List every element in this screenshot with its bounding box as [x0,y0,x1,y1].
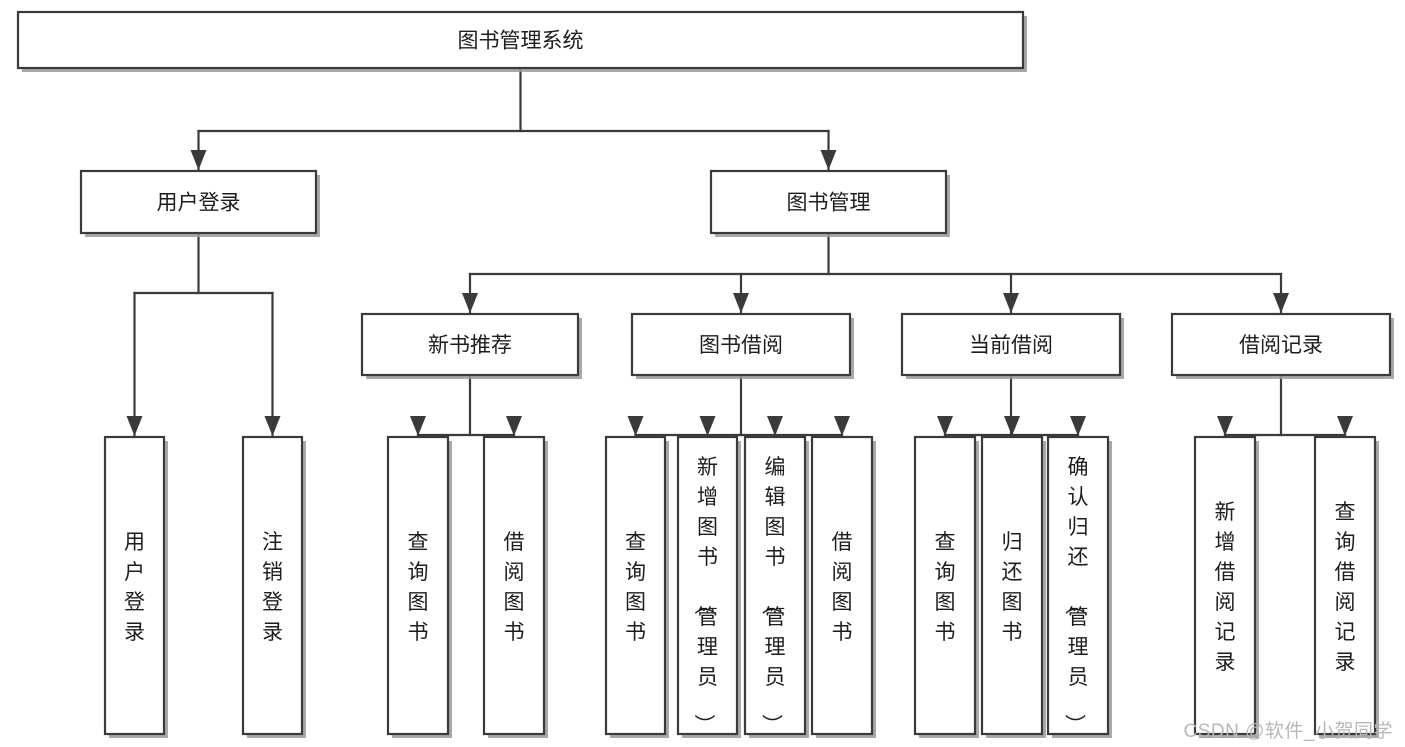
node-layer: 图书管理系统用户登录图书管理新书推荐图书借阅当前借阅借阅记录用户登录注销登录查询… [16,10,1394,738]
connector-layer [126,66,1353,438]
node-label: 借阅记录 [1239,334,1323,357]
arrow-head-icon [190,150,207,170]
arrow-head-icon [1273,293,1289,313]
arrow-head-icon [767,416,783,436]
node-leaf-return-book[interactable]: 归还图书 [980,435,1046,738]
node-user-login[interactable]: 用户登录 [79,169,320,237]
node-leaf-logout[interactable]: 注销登录 [241,435,306,738]
arrow-head-icon [733,293,749,313]
node-label: 借阅图书 [504,531,525,644]
node-root-图书管理系统[interactable]: 图书管理系统 [16,10,1027,72]
node-label: 图书管理系统 [458,30,584,53]
node-label: 借阅图书 [832,531,853,644]
node-label: 确认归还（管理员） [1063,456,1089,735]
node-current-borrow[interactable]: 当前借阅 [900,312,1124,379]
node-leaf-borrow-book-rec[interactable]: 借阅图书 [482,435,548,738]
node-leaf-add-record[interactable]: 新增借阅记录 [1193,435,1259,738]
node-label: 新增借阅记录 [1215,501,1236,674]
node-label: 查询图书 [408,531,429,644]
node-label: 用户登录 [157,192,241,215]
arrow-head-icon [410,416,426,436]
node-leaf-borrow-book[interactable]: 借阅图书 [810,435,876,738]
arrow-head-icon [1004,416,1020,436]
node-label: 编辑图书（管理员） [760,456,786,735]
node-borrow-record[interactable]: 借阅记录 [1170,312,1394,379]
arrow-head-icon [937,416,953,436]
arrow-head-icon [462,293,478,313]
arrow-head-icon [834,416,850,436]
node-leaf-add-book[interactable]: 新增图书（管理员） [676,435,741,738]
arrow-head-icon [627,416,644,436]
node-label: 新增图书（管理员） [692,456,718,735]
arrow-head-icon [1070,416,1086,436]
node-leaf-query-record[interactable]: 查询借阅记录 [1313,435,1379,738]
node-label: 图书管理 [787,192,871,215]
arrow-head-icon [264,416,281,436]
node-leaf-edit-book[interactable]: 编辑图书（管理员） [743,435,809,738]
node-label: 当前借阅 [969,334,1053,357]
arrow-head-icon [1337,416,1353,436]
node-leaf-user-login[interactable]: 用户登录 [103,435,168,738]
node-leaf-confirm-return[interactable]: 确认归还（管理员） [1046,435,1112,738]
arrow-head-icon [699,416,716,436]
node-label: 归还图书 [1002,531,1023,644]
node-new-book-recommend[interactable]: 新书推荐 [360,312,582,379]
node-label: 用户登录 [124,531,145,644]
arrow-head-icon [1003,293,1019,313]
arrow-head-icon [820,150,837,170]
node-leaf-query-book-bor[interactable]: 查询图书 [604,435,669,738]
node-label: 新书推荐 [428,334,512,357]
node-label: 查询图书 [625,531,646,644]
node-book-borrow[interactable]: 图书借阅 [630,312,854,379]
arrow-head-icon [506,416,522,436]
node-label: 图书借阅 [699,334,783,357]
node-leaf-query-book-rec[interactable]: 查询图书 [386,435,452,738]
node-leaf-query-book-cur[interactable]: 查询图书 [913,435,979,738]
arrow-head-icon [1217,416,1233,436]
node-label: 查询借阅记录 [1335,501,1356,674]
node-label: 注销登录 [262,531,283,644]
arrow-head-icon [126,416,143,436]
node-label: 查询图书 [935,531,956,644]
node-book-manage[interactable]: 图书管理 [709,169,950,237]
